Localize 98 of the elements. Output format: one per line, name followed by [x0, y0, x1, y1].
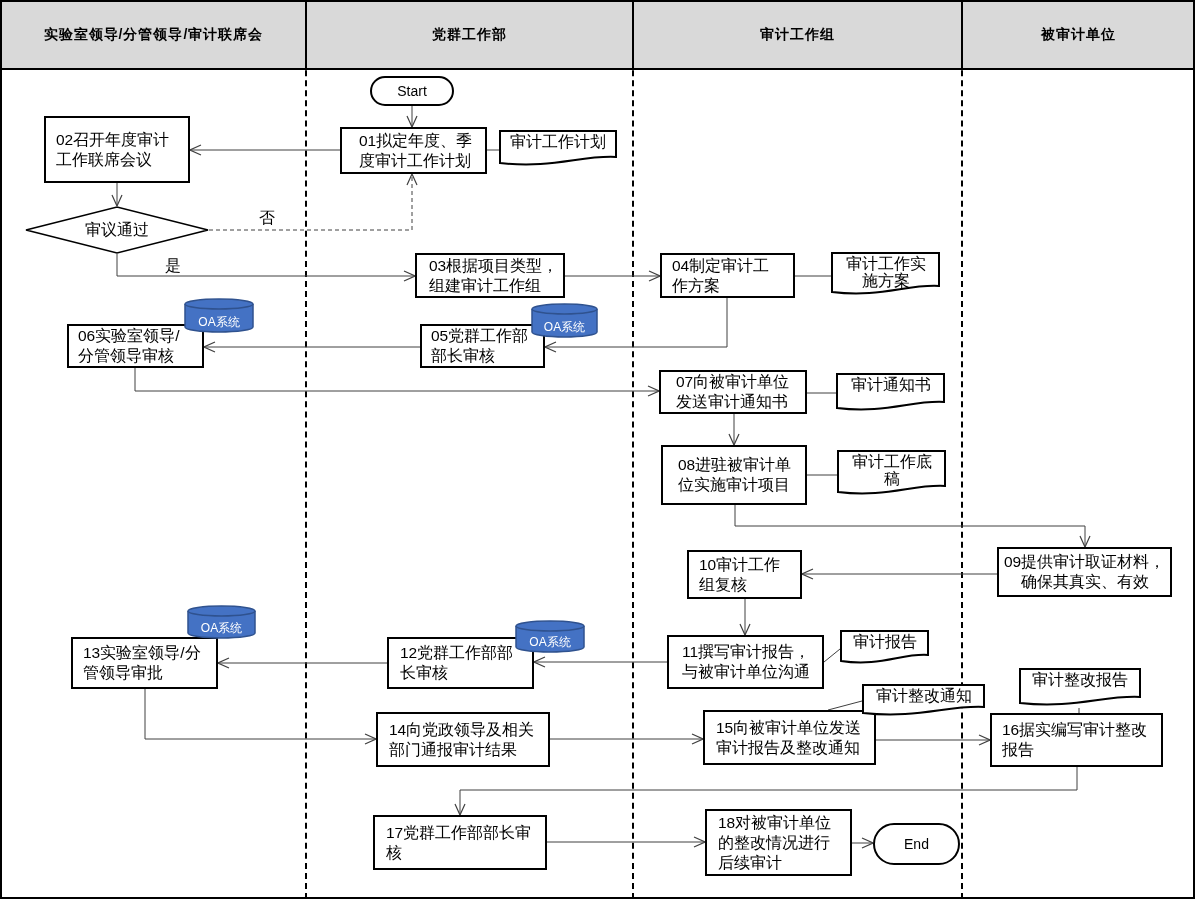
step-text: 04制定审计工作方案 — [672, 256, 770, 294]
step-text: 13实验室领导/分管领导审批 — [83, 644, 201, 681]
arrow — [549, 733, 704, 745]
document-shape — [836, 373, 945, 413]
document-text: 审计整改通知 — [875, 687, 972, 704]
connector-line — [823, 648, 841, 663]
terminator — [873, 823, 960, 865]
arrow — [134, 367, 660, 397]
database-cylinder — [515, 621, 585, 652]
arrow — [734, 504, 1091, 548]
database-cylinder — [187, 606, 256, 638]
edge-label: 否 — [259, 209, 275, 226]
process-box — [990, 713, 1163, 767]
arrow — [533, 656, 668, 668]
step-text: 14向党政领导及相关部门通报审计结果 — [389, 720, 535, 758]
step-text: 11撰写审计报告，与被审计单位沟通 — [682, 643, 811, 680]
terminator-text: Start — [397, 83, 427, 99]
document-shape — [840, 630, 929, 666]
process-box — [415, 253, 565, 298]
edge-label: 是 — [165, 257, 181, 274]
system-label: OA系统 — [543, 320, 586, 334]
arrow — [111, 182, 123, 207]
system-label: OA系统 — [198, 315, 240, 329]
step-text: 16据实编写审计整改报告 — [1002, 721, 1148, 758]
process-box — [667, 635, 824, 689]
process-box — [687, 550, 802, 599]
document-shape — [862, 684, 985, 718]
process-box — [376, 712, 550, 767]
connector-line — [486, 149, 500, 151]
connector-line — [806, 474, 838, 476]
document-text: 审计通知书 — [850, 376, 931, 393]
lane-header: 审计工作组 — [634, 2, 963, 70]
document-text: 审计报告 — [852, 633, 917, 650]
step-text: 12党群工作部部长审核 — [400, 644, 514, 681]
arrow — [189, 144, 341, 156]
arrow — [801, 568, 998, 580]
arrow — [851, 837, 874, 849]
document-text: 审计工作计划 — [510, 133, 606, 150]
swimlane — [0, 0, 307, 899]
arrow — [217, 657, 388, 669]
process-box — [660, 253, 795, 298]
connector-line — [827, 700, 863, 711]
document-text: 审计工作底稿 — [851, 453, 932, 487]
document-shape — [831, 252, 940, 297]
arrow — [406, 105, 418, 128]
process-box — [997, 547, 1172, 597]
document-shape — [1019, 668, 1141, 708]
step-text: 06实验室领导/分管领导审核 — [78, 327, 180, 364]
connector-line — [806, 392, 837, 394]
step-text: 17党群工作部部长审核 — [386, 823, 532, 861]
process-box — [340, 127, 487, 174]
process-box — [661, 445, 807, 505]
connector-line — [1078, 707, 1080, 714]
arrow — [544, 297, 728, 353]
process-box — [71, 637, 218, 689]
lane-header: 党群工作部 — [307, 2, 634, 70]
process-box — [373, 815, 547, 870]
arrow — [144, 688, 377, 745]
arrow — [875, 734, 991, 746]
step-text: 03根据项目类型，组建审计工作组 — [429, 256, 559, 294]
arrow — [564, 270, 661, 282]
step-text: 09提供审计取证材料，确保其真实、有效 — [1003, 553, 1166, 590]
terminator-text: End — [904, 836, 929, 852]
decision-text: 审议通过 — [85, 220, 149, 238]
step-text: 18对被审计单位的整改情况进行后续审计 — [718, 813, 832, 871]
arrow — [454, 766, 1078, 816]
arrow — [546, 836, 706, 848]
arrow — [116, 253, 416, 282]
document-text: 审计整改报告 — [1032, 671, 1128, 688]
system-label: OA系统 — [529, 635, 571, 649]
process-box — [705, 809, 852, 876]
step-text: 01拟定年度、季度审计工作计划 — [359, 131, 473, 169]
swimlane — [307, 0, 634, 899]
process-box — [420, 324, 545, 368]
lane-header: 被审计单位 — [963, 2, 1193, 70]
database-cylinder — [184, 299, 254, 332]
document-shape — [499, 130, 617, 168]
process-box — [659, 370, 807, 414]
arrow — [728, 413, 740, 446]
database-cylinder — [531, 304, 598, 337]
step-text: 02召开年度审计工作联席会议 — [56, 130, 170, 168]
step-text: 08进驻被审计单位实施审计项目 — [678, 456, 792, 493]
step-text: 07向被审计单位发送审计通知书 — [676, 373, 790, 410]
step-text: 05党群工作部部长审核 — [431, 327, 529, 364]
document-text: 审计工作实施方案 — [845, 255, 926, 289]
terminator — [370, 76, 454, 106]
document-shape — [837, 450, 946, 497]
step-text: 10审计工作组复核 — [699, 555, 781, 593]
arrow — [203, 341, 421, 353]
lane-header: 实验室领导/分管领导/审计联席会 — [2, 2, 307, 70]
decision-diamond — [25, 206, 209, 254]
process-box — [703, 710, 876, 765]
arrow — [739, 598, 751, 636]
connector-line — [794, 275, 832, 277]
process-box — [44, 116, 190, 183]
arrow — [208, 173, 418, 231]
step-text: 15向被审计单位发送审计报告及整改通知 — [716, 718, 862, 756]
system-label: OA系统 — [200, 621, 243, 635]
